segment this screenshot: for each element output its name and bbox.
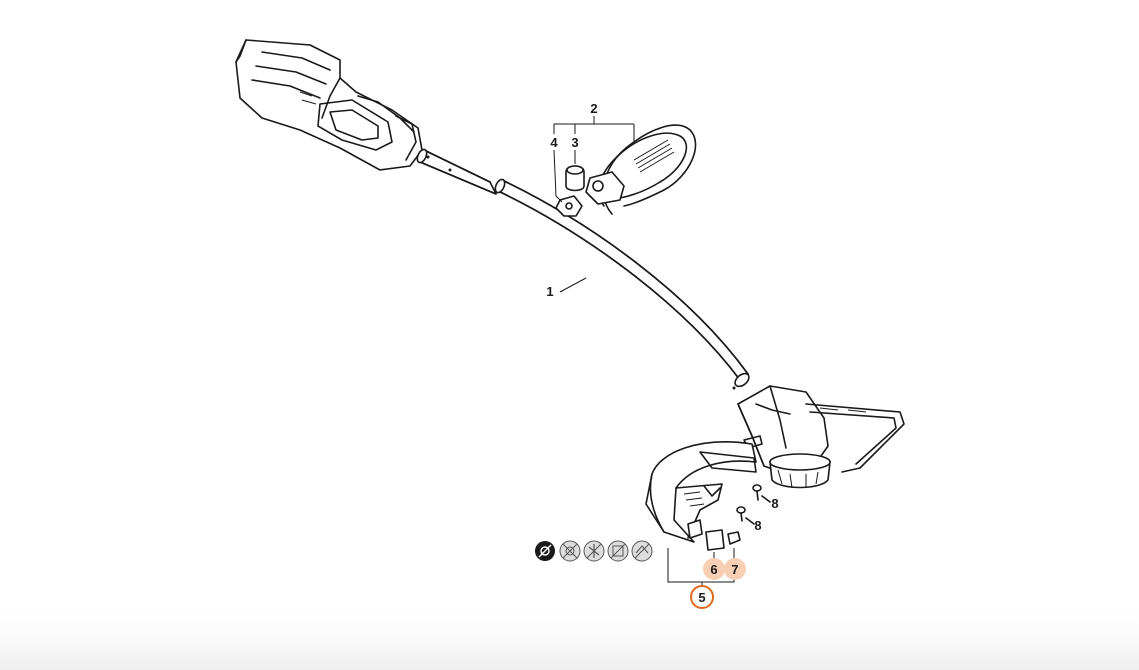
callout-1[interactable]: 1 xyxy=(546,284,553,299)
screw-lower[interactable] xyxy=(736,506,755,525)
bottom-fade xyxy=(0,600,1139,670)
callout-label: 8 xyxy=(754,518,761,533)
tool-symbol-crossed-3-icon[interactable] xyxy=(607,540,629,562)
tool-symbol-crossed-1-icon[interactable] xyxy=(559,540,581,562)
selection-ring xyxy=(690,585,714,609)
callout-2[interactable]: 2 xyxy=(590,101,597,116)
tool-symbol-crossed-4-icon[interactable] xyxy=(631,540,653,562)
motor-housing-handle[interactable] xyxy=(235,39,423,171)
callout-7[interactable]: 7 xyxy=(724,558,746,580)
highlight-disc xyxy=(724,558,746,580)
callout-3[interactable]: 3 xyxy=(571,135,578,150)
tool-symbols xyxy=(535,540,653,562)
callout-label: 3 xyxy=(571,135,578,150)
callout-8-lower[interactable]: 8 xyxy=(754,518,761,533)
clamp-nut[interactable] xyxy=(555,195,583,217)
leader-lines xyxy=(553,116,735,586)
callout-label: 8 xyxy=(771,496,778,511)
guard-screw[interactable] xyxy=(727,531,741,545)
tool-symbol-crossed-2-icon[interactable] xyxy=(583,540,605,562)
loop-handle[interactable] xyxy=(585,124,697,215)
callout-8-upper[interactable]: 8 xyxy=(771,496,778,511)
callout-label: 7 xyxy=(731,562,738,577)
guard[interactable] xyxy=(645,441,757,543)
shaft[interactable] xyxy=(415,148,751,390)
screw-upper[interactable] xyxy=(752,484,771,503)
guard-plate[interactable] xyxy=(705,529,725,551)
callout-label: 1 xyxy=(546,284,553,299)
cutting-head[interactable] xyxy=(737,385,905,489)
tool-symbol-active-icon[interactable] xyxy=(535,541,555,561)
clamp[interactable] xyxy=(565,165,585,192)
callout-4[interactable]: 4 xyxy=(550,135,558,150)
callout-label: 6 xyxy=(710,562,717,577)
highlight-disc xyxy=(703,558,725,580)
callout-label: 5 xyxy=(698,590,705,605)
callout-6[interactable]: 6 xyxy=(703,558,725,580)
callout-label: 2 xyxy=(590,101,597,116)
callout-5-selected[interactable]: 5 xyxy=(690,585,714,609)
callout-label: 4 xyxy=(550,135,558,150)
